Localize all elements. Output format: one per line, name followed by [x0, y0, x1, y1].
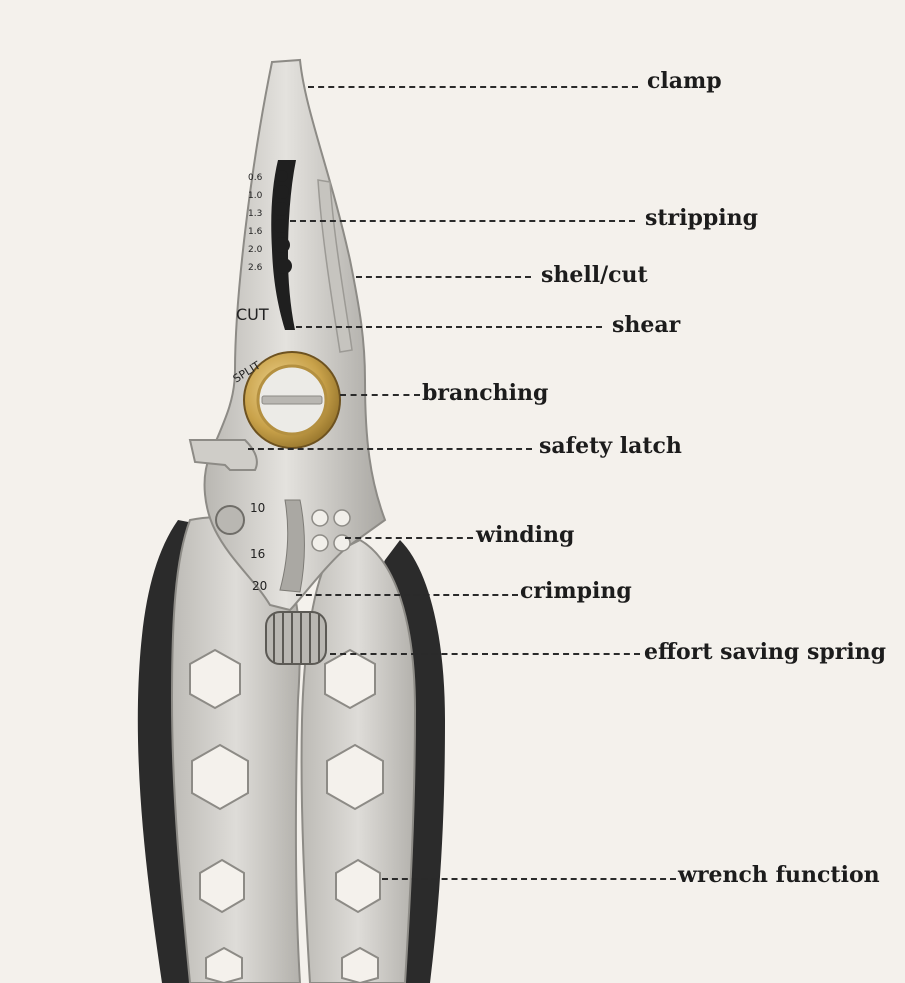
leader-effort-saving-spring: [330, 653, 640, 655]
leader-winding: [345, 537, 473, 539]
leader-crimping: [296, 594, 518, 596]
leader-safety-latch: [248, 448, 532, 450]
winding-holes: [311, 509, 351, 552]
gauge-stamp: 0.6: [248, 173, 263, 183]
crimping-jaw: [279, 499, 305, 593]
label-shell-cut: shell/cut: [541, 262, 648, 288]
label-shear: shear: [612, 312, 681, 338]
label-winding: winding: [476, 522, 575, 548]
crimp-size-stamp: 10: [250, 501, 265, 515]
pivot-slot: [261, 395, 323, 405]
gauge-stamp: 1.6: [248, 227, 263, 237]
label-crimping: crimping: [520, 578, 632, 604]
crimp-size-stamps: 10 16 20: [250, 501, 267, 593]
leader-shell-cut: [356, 276, 531, 278]
gauge-stamp: 1.0: [248, 191, 263, 201]
label-branching: branching: [422, 380, 549, 406]
wrench-hex-holes: [189, 648, 384, 983]
label-wrench-function: wrench function: [678, 862, 880, 888]
label-effort-saving-spring: effort saving spring: [644, 639, 887, 665]
gauge-stamp: 1.3: [248, 209, 262, 219]
gauge-stamp: 2.6: [248, 263, 263, 273]
latch-pin: [215, 505, 245, 535]
gauge-stamp: 2.0: [248, 245, 263, 255]
leader-wrench-function: [382, 878, 676, 880]
leader-shear: [296, 326, 602, 328]
label-safety-latch: safety latch: [539, 433, 682, 459]
shell-cut-blade: [317, 179, 353, 353]
crimp-size-stamp: 20: [252, 579, 267, 593]
effort-saving-spring-coil: [265, 611, 327, 665]
pliers-head: [203, 58, 387, 612]
label-clamp: clamp: [647, 68, 722, 94]
stripping-teeth: [274, 170, 292, 274]
leader-branching: [340, 394, 420, 396]
gauge-stamps: 0.6 1.0 1.3 1.6 2.0 2.6: [248, 173, 263, 273]
label-stripping: stripping: [645, 205, 758, 231]
leader-stripping: [290, 220, 635, 222]
leader-clamp: [308, 86, 638, 88]
cut-stamp: CUT: [236, 305, 269, 324]
safety-latch-piece: [188, 439, 258, 471]
crimp-size-stamp: 16: [250, 547, 265, 561]
